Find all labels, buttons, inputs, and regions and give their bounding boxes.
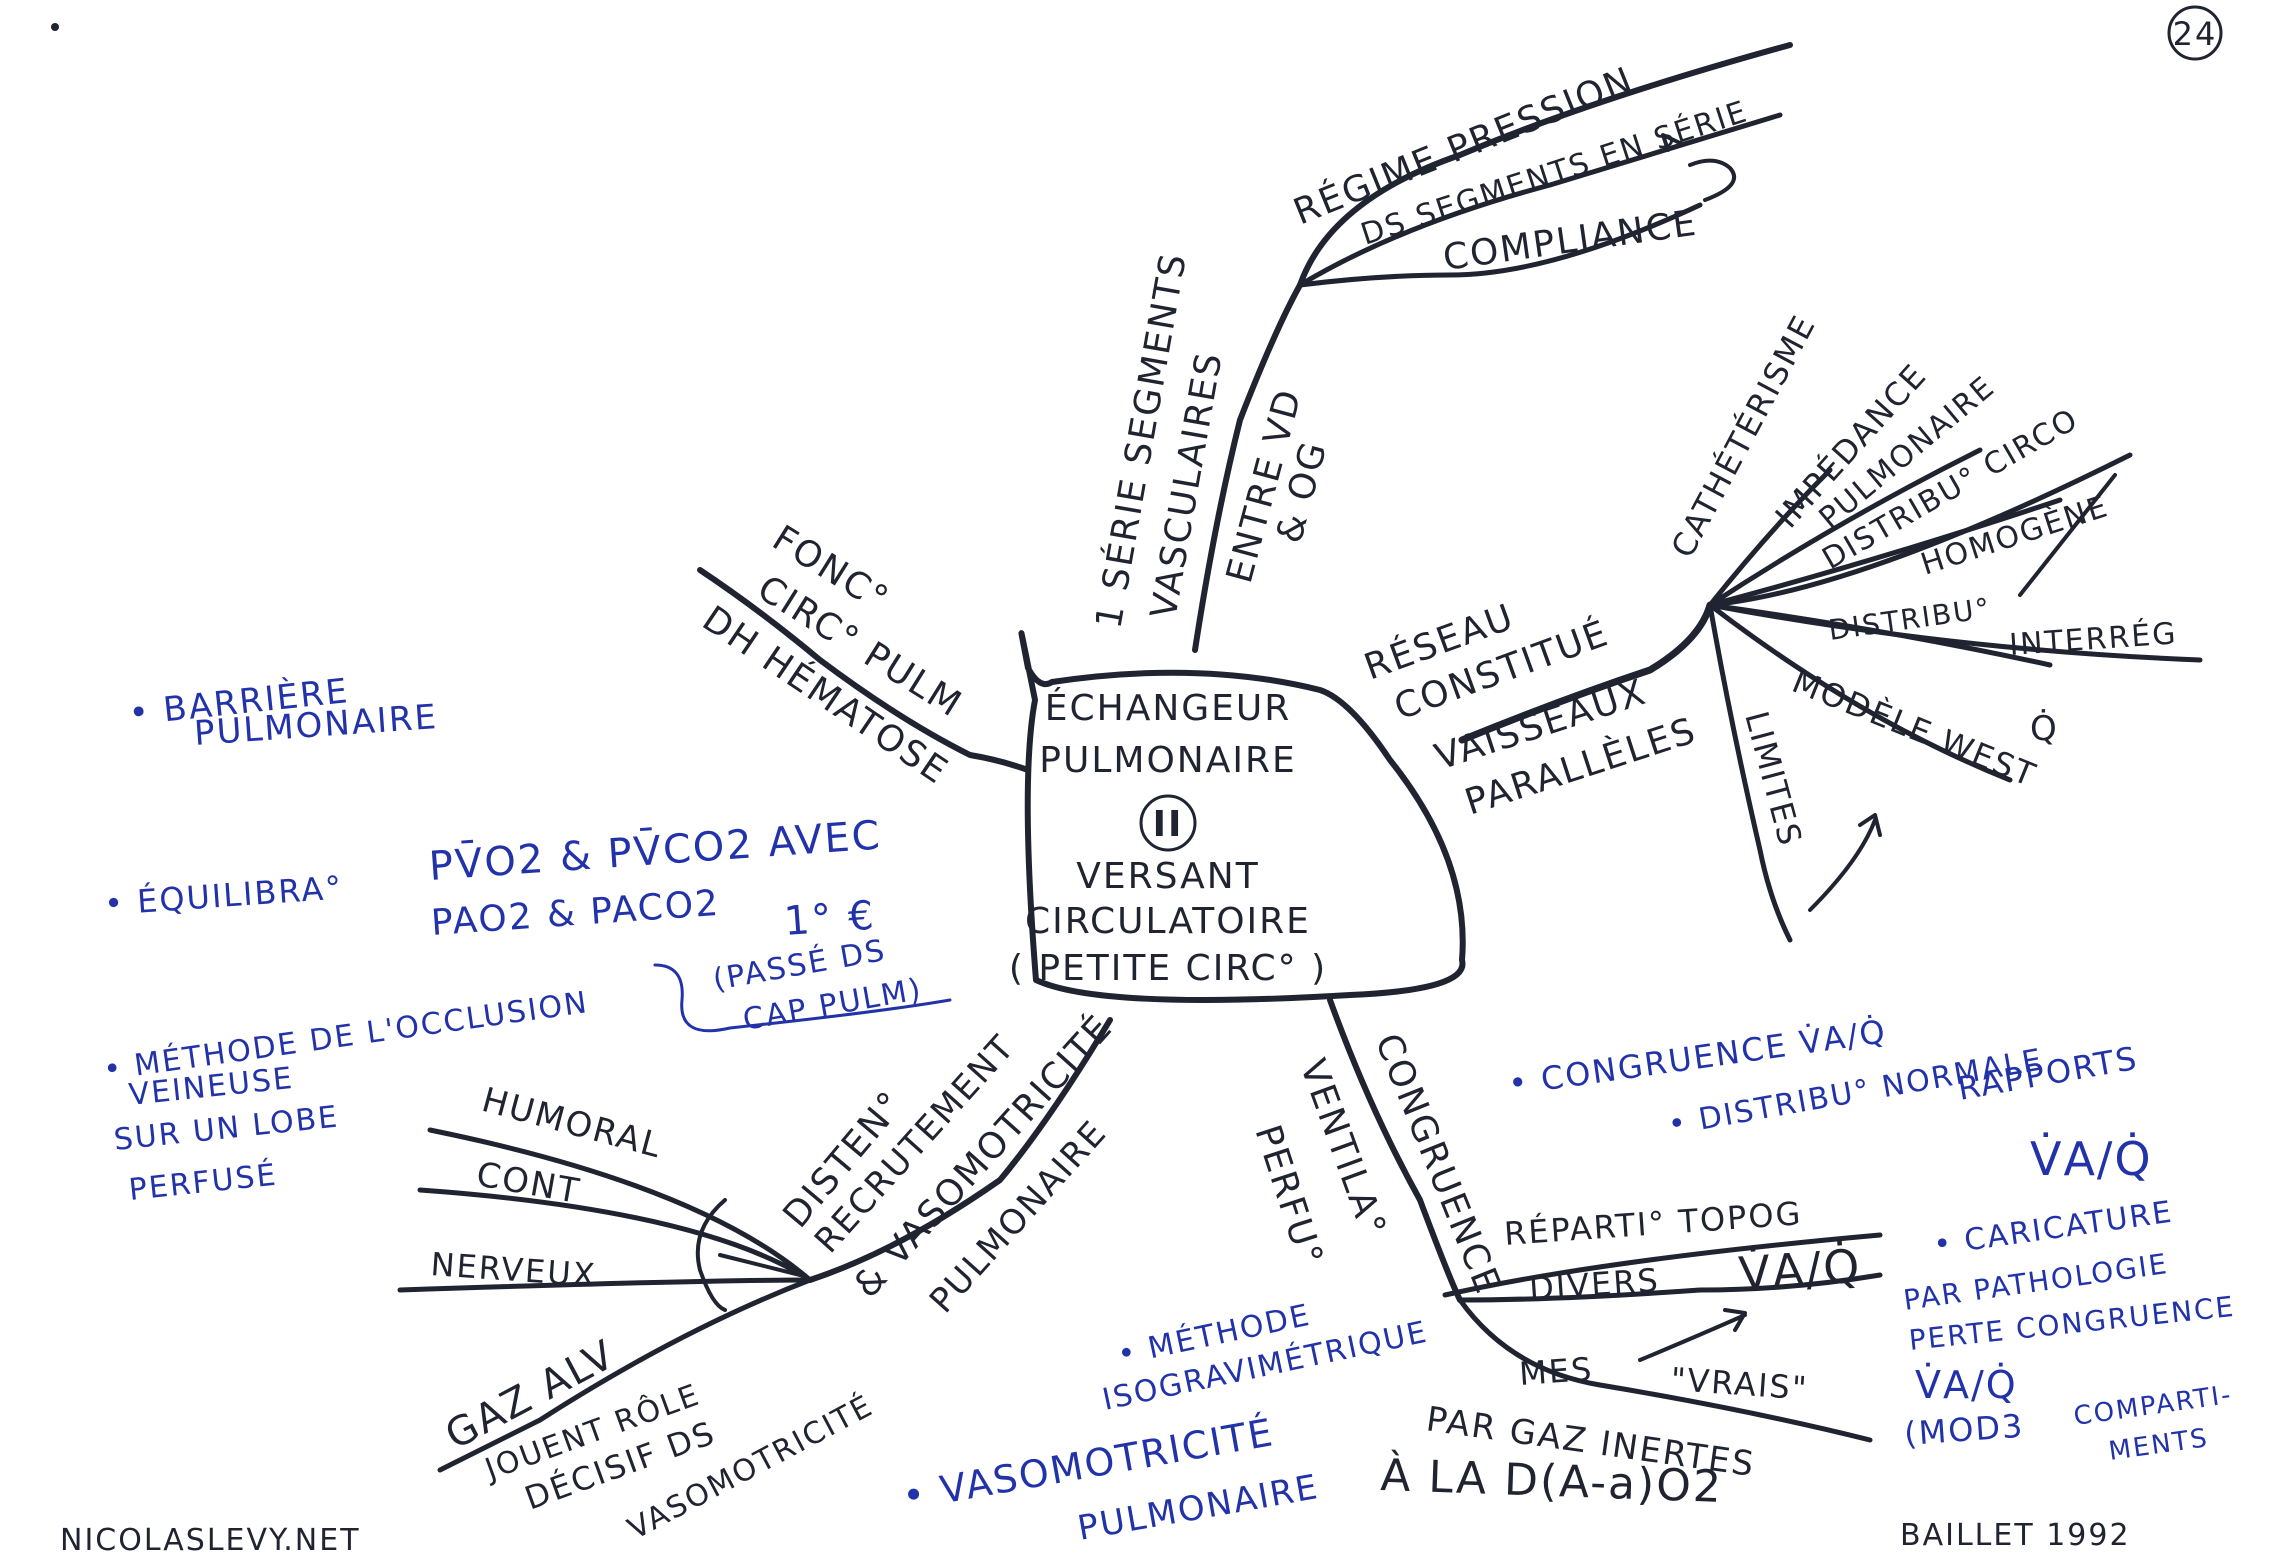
limites-arrow: [1808, 813, 1882, 912]
branch-lines: [397, 42, 2203, 1473]
center-title-2: PULMONAIRE: [1039, 740, 1296, 781]
page-number-text: 24: [2173, 15, 2218, 53]
footer-site: NICOLASLEVY.NET: [60, 1523, 361, 1558]
bottom-right-sub-vaq-text: V̇A/Q̇: [1737, 1239, 1863, 1301]
right-branch-line: [1458, 601, 1714, 744]
note-method-4: PERFUSÉ: [127, 1157, 279, 1208]
bottom-right-sub-par: [1457, 1297, 1873, 1443]
right-sub-phi-text: Q̇: [2030, 709, 2059, 749]
bottom-left-sub-gaz: [437, 1277, 813, 1473]
ink-dot: [51, 23, 59, 31]
bottom-right-sub-repart-text: RÉPARTI° TOPOG: [1503, 1194, 1804, 1253]
note-distrib-2: RAPPORTS: [1955, 1039, 2141, 1108]
bottom-left-branch-line: [807, 1017, 1113, 1283]
occlusion-link: [653, 963, 952, 1033]
center-roman: II: [1153, 804, 1184, 845]
top-sub-line-1: [1297, 42, 1793, 288]
center-roman-circle: [1139, 794, 1197, 852]
top-sub-line-3: [1297, 202, 1703, 288]
right-sub-limites: [1707, 602, 1793, 943]
bottom-right-branch-line: [1327, 997, 1463, 1303]
right-sub-cath: [1707, 467, 1833, 608]
bottom-right-sub-mes-text: MES: [1518, 1350, 1595, 1393]
top-sub-line-2: [1297, 112, 1783, 288]
bottom-right-sub-divers: [1457, 1272, 1883, 1303]
compliance-arrow: [1661, 133, 1737, 202]
center-sub-3: ( PETITE CIRC° ): [1009, 948, 1327, 989]
bottom-left-sub-humoral: [427, 1127, 813, 1283]
right-sub-imp: [1707, 447, 1983, 608]
right-sub-distrib: [1707, 497, 2063, 608]
bottom-right-main-3: PERFU°: [1246, 1120, 1330, 1272]
note-caric-6: COMPARTI-: [2072, 1380, 2235, 1432]
left-branch-line: [697, 567, 1031, 773]
right-branch: RÉSEAU CONSTITUÉ VAISSEAUX PARALLÈLES CA…: [1359, 308, 2179, 850]
bottom-right-sub-divers-text: DIVERS: [1528, 1261, 1661, 1308]
center-node: ÉCHANGEUR PULMONAIRE II VERSANT CIRCULAT…: [1009, 687, 1327, 989]
center-sub-1: VERSANT: [1076, 856, 1259, 897]
right-sub-west-text: MODÈLE WEST: [1787, 662, 2042, 794]
right-sub-limites-text: LIMITES: [1737, 707, 1810, 851]
note-caric-4: V̇A/Q̇: [1915, 1363, 2018, 1407]
note-caric-5: (MOD3: [1903, 1407, 2026, 1453]
bottom-right-main-1: CONGRUENCE: [1367, 1028, 1509, 1300]
right-sub-west: [1707, 602, 2013, 783]
bottom-left-brace: [695, 1198, 727, 1312]
note-equil-2: PV̄O2 & PV̄CO2 AVEC: [427, 810, 883, 890]
bottom-left-sub-humoral-text: HUMORAL: [478, 1080, 667, 1167]
note-equil-3: PAO2 & PACO2: [430, 883, 722, 944]
top-branch: 1 SÉRIE SEGMENTS VASCULAIRES ENTRE VD & …: [1088, 59, 1753, 632]
footer: NICOLASLEVY.NET BAILLET 1992: [60, 1518, 2131, 1558]
homog-strike: [2018, 473, 2117, 597]
bottom-left-sub-cont: [417, 1187, 813, 1283]
left-branch: FONC° CIRC° PULM DH HÉMATOSE: [695, 518, 969, 793]
bottom-left-arrow: [718, 1253, 802, 1277]
top-branch-line: [1192, 282, 1303, 653]
center-sub-2: CIRCULATOIRE: [1025, 901, 1311, 942]
page-number: 24: [2167, 5, 2223, 61]
center-title-1: ÉCHANGEUR: [1045, 687, 1292, 729]
bottom-left-sub-nerveux: [397, 1277, 813, 1293]
note-distrib-3: V̇A/Q̇: [2030, 1132, 2153, 1186]
note-equil-4: 1° €: [782, 893, 877, 945]
center-node-outline: [1018, 630, 1466, 1003]
divers-arrow: [1638, 1308, 1747, 1362]
footer-ref: BAILLET 1992: [1900, 1518, 2131, 1553]
bottom-right-sub-repart: [1442, 1232, 1883, 1298]
right-sub-homog: [1707, 452, 2133, 608]
note-caric-7: MENTS: [2107, 1423, 2211, 1467]
note-equil-1: • ÉQUILIBRA°: [103, 868, 344, 923]
right-sub-interreg: [1707, 602, 2203, 663]
notes-bottom: • MÉTHODE ISOGRAVIMÉTRIQUE • VASOMOTRICI…: [899, 1297, 1431, 1549]
